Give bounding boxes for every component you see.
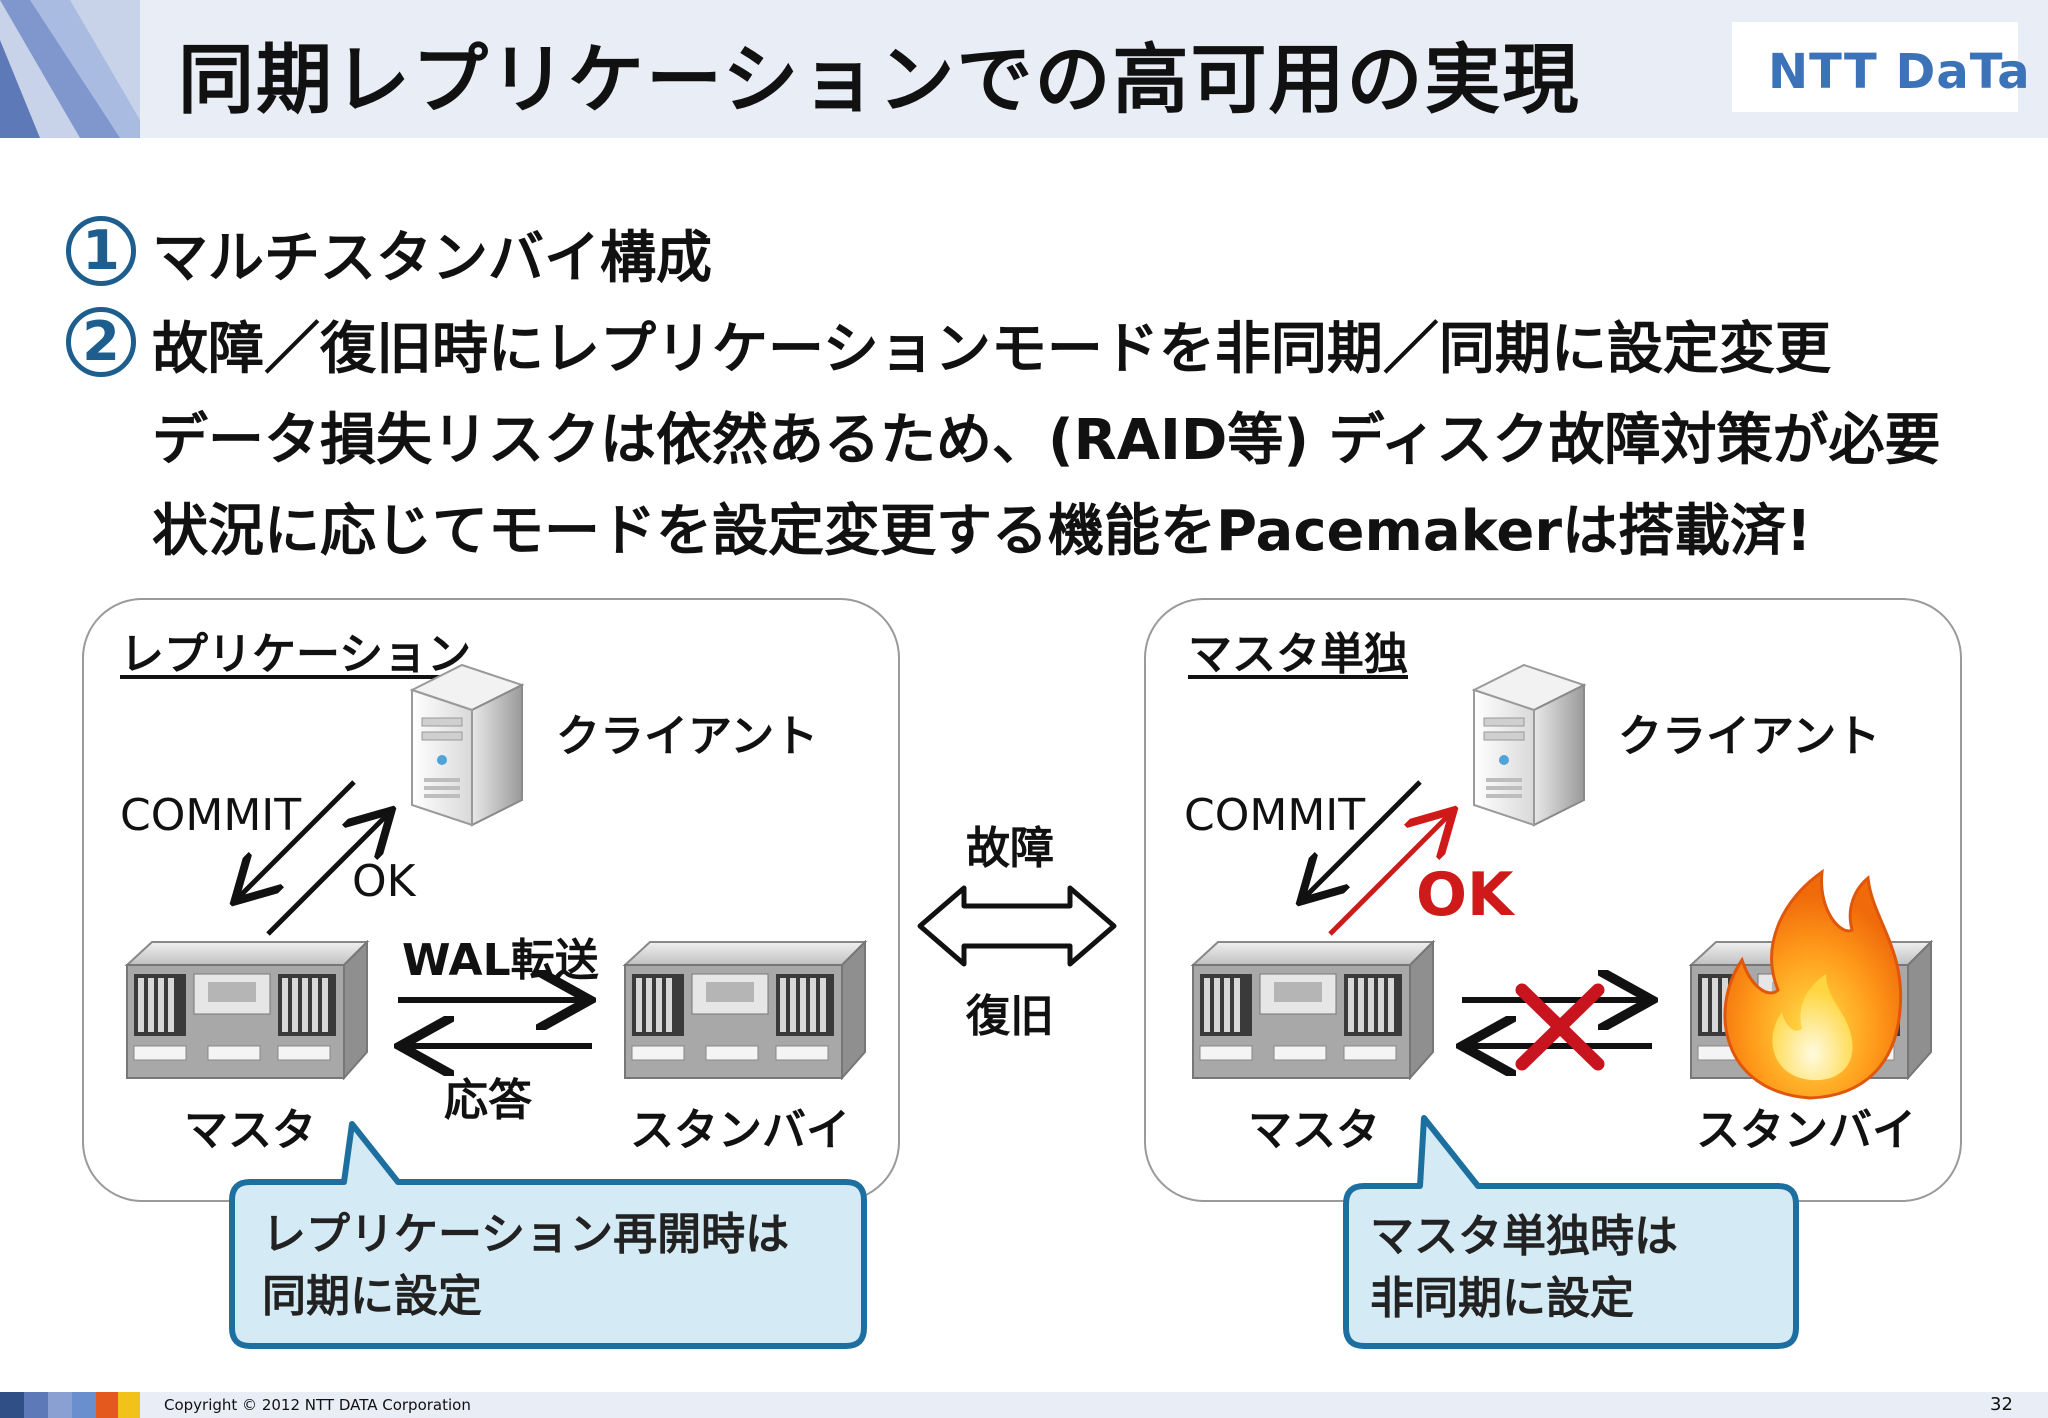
- page-title: 同期レプリケーションでの高可用の実現: [178, 35, 1581, 124]
- company-logo: NTT DaTa: [1768, 44, 2031, 100]
- ok-arrow-right: [1328, 814, 1450, 936]
- x-mark-icon: [1515, 983, 1605, 1071]
- client-server-icon-right: [1473, 664, 1585, 826]
- standby-server-icon: [624, 941, 866, 1079]
- master-only-callout-bubble: [1343, 1115, 1799, 1349]
- recovery-label: 復旧: [966, 991, 1054, 1042]
- bullet-number-1: 1: [66, 216, 136, 286]
- master-label: マスタ: [184, 1105, 316, 1156]
- header-bar: [0, 0, 2048, 138]
- replication-callout-bubble: [229, 1121, 867, 1349]
- subline-2: 状況に応じてモードを設定変更する機能をPacemakerは搭載済!: [152, 499, 1812, 564]
- wal-transfer-label: WAL転送: [402, 935, 599, 986]
- ok-label: OK: [352, 856, 416, 907]
- page-number: 32: [1990, 1394, 2013, 1415]
- replication-callout-line-2: 同期に設定: [262, 1271, 482, 1322]
- commit-arrow: [238, 780, 356, 898]
- client-label: クライアント: [556, 711, 819, 762]
- replication-panel-title: レプリケーション: [120, 629, 472, 680]
- master-only-callout-line-1: マスタ単独時は: [1370, 1211, 1678, 1262]
- failure-label: 故障: [966, 823, 1054, 874]
- ok-arrow: [266, 814, 388, 936]
- client-server-icon: [411, 664, 523, 826]
- failure-recovery-double-arrow: [917, 885, 1117, 967]
- fire-icon: [1723, 868, 1903, 1100]
- logo-box: [1732, 22, 2018, 112]
- subline-1: データ損失リスクは依然あるため、(RAID等) ディスク故障対策が必要: [152, 408, 1941, 473]
- master-label-right: マスタ: [1248, 1105, 1380, 1156]
- footer-color-strip: [0, 1392, 140, 1418]
- standby-label-right: スタンバイ: [1696, 1105, 1916, 1156]
- header-decoration: [0, 0, 140, 138]
- replication-callout-line-1: レプリケーション再開時は: [262, 1209, 790, 1260]
- master-server-icon-right: [1192, 941, 1434, 1079]
- master-server-icon: [126, 941, 368, 1079]
- commit-arrow-right: [1304, 780, 1422, 898]
- bullet-1-text: マルチスタンバイ構成: [152, 226, 712, 291]
- bullet-number-2: 2: [66, 307, 136, 377]
- client-label-right: クライアント: [1618, 711, 1881, 762]
- commit-label-right: COMMIT: [1184, 790, 1366, 841]
- standby-label: スタンバイ: [630, 1105, 850, 1156]
- footer-bar: [0, 1392, 2048, 1418]
- master-only-panel-title: マスタ単独: [1188, 629, 1408, 680]
- copyright-text: Copyright © 2012 NTT DATA Corporation: [164, 1396, 471, 1414]
- master-only-callout-line-2: 非同期に設定: [1370, 1273, 1634, 1324]
- commit-label: COMMIT: [120, 790, 302, 841]
- ok-label-right: OK: [1416, 860, 1514, 930]
- response-label: 応答: [444, 1075, 532, 1126]
- bullet-2-text: 故障／復旧時にレプリケーションモードを非同期／同期に設定変更: [152, 317, 1831, 382]
